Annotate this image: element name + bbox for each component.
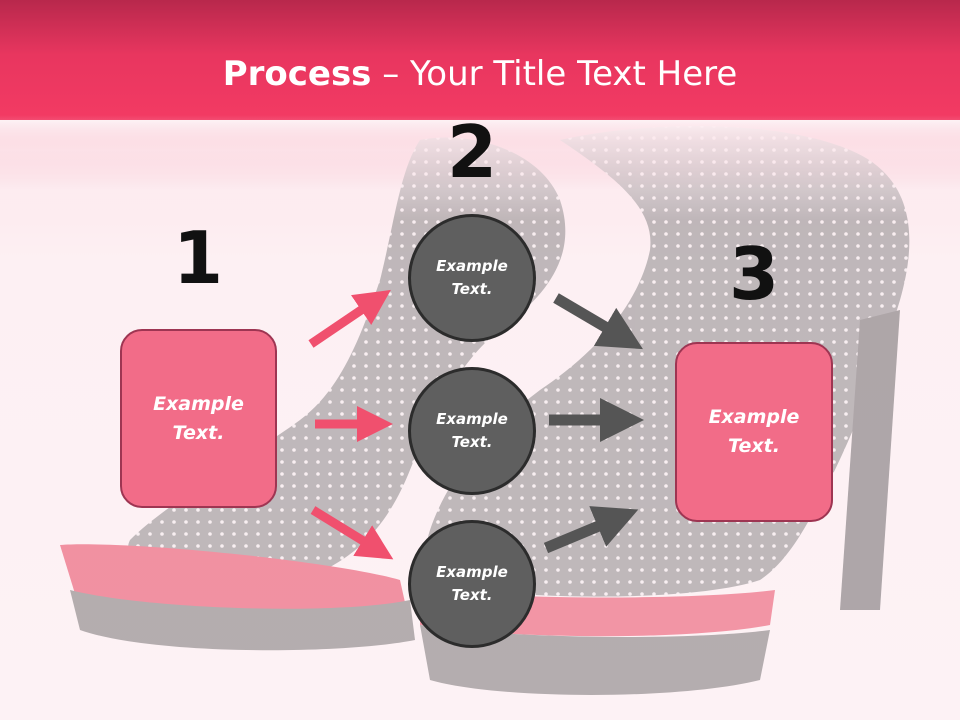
slide-title: Process – Your Title Text Here xyxy=(0,52,960,96)
circle-middle: Example Text. xyxy=(408,367,536,495)
circle-top: Example Text. xyxy=(408,214,536,342)
step-number-1: 1 xyxy=(172,216,224,300)
circle-middle-text: Example Text. xyxy=(436,410,508,451)
step-number-2: 2 xyxy=(446,110,498,194)
title-bold-part: Process xyxy=(222,54,372,94)
title-rest-part: – Your Title Text Here xyxy=(371,54,738,94)
circle-top-text: Example Text. xyxy=(436,257,508,298)
circle-bottom-text: Example Text. xyxy=(436,563,508,604)
circle-bottom: Example Text. xyxy=(408,520,536,648)
right-box-text: Example Text. xyxy=(708,406,800,457)
right-text-box: Example Text. xyxy=(675,342,833,522)
left-box-text: Example Text. xyxy=(153,392,244,444)
left-text-box: Example Text. xyxy=(120,329,277,508)
step-number-3: 3 xyxy=(728,232,780,316)
